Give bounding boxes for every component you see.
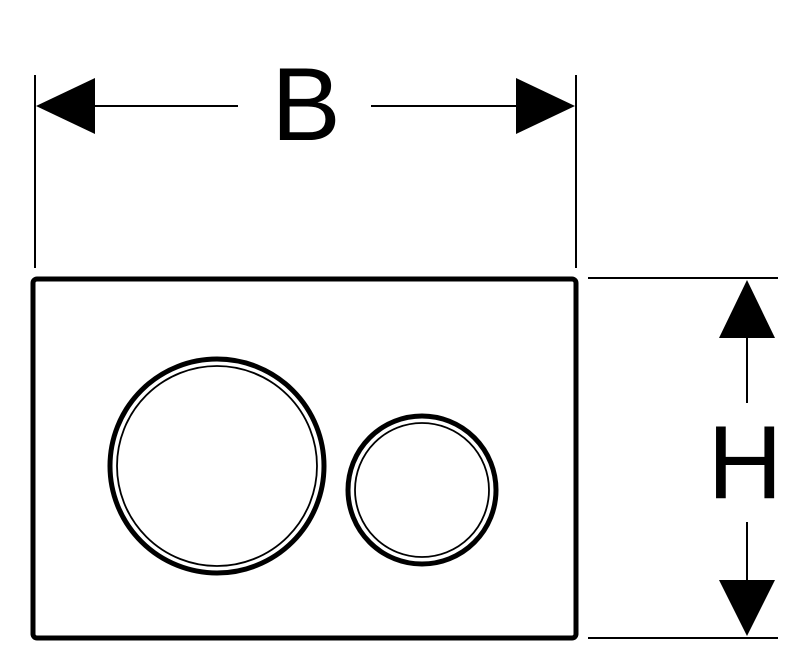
small-flush-button-inner-ring	[354, 422, 490, 558]
large-flush-button	[107, 356, 327, 576]
width-arrowhead-left	[36, 78, 95, 134]
width-arrowhead-right	[516, 78, 575, 134]
width-dimension: B	[34, 47, 577, 268]
height-dimension: H	[588, 277, 783, 639]
width-label: B	[271, 47, 340, 163]
large-flush-button-inner-ring	[116, 365, 318, 567]
flush-plate-outline	[30, 276, 579, 641]
height-arrowhead-top	[719, 280, 775, 338]
height-arrowhead-bottom	[719, 580, 775, 636]
small-flush-button	[345, 413, 499, 567]
large-flush-button-outer-ring	[107, 356, 327, 576]
height-label: H	[707, 405, 782, 521]
small-flush-button-outer-ring	[345, 413, 499, 567]
